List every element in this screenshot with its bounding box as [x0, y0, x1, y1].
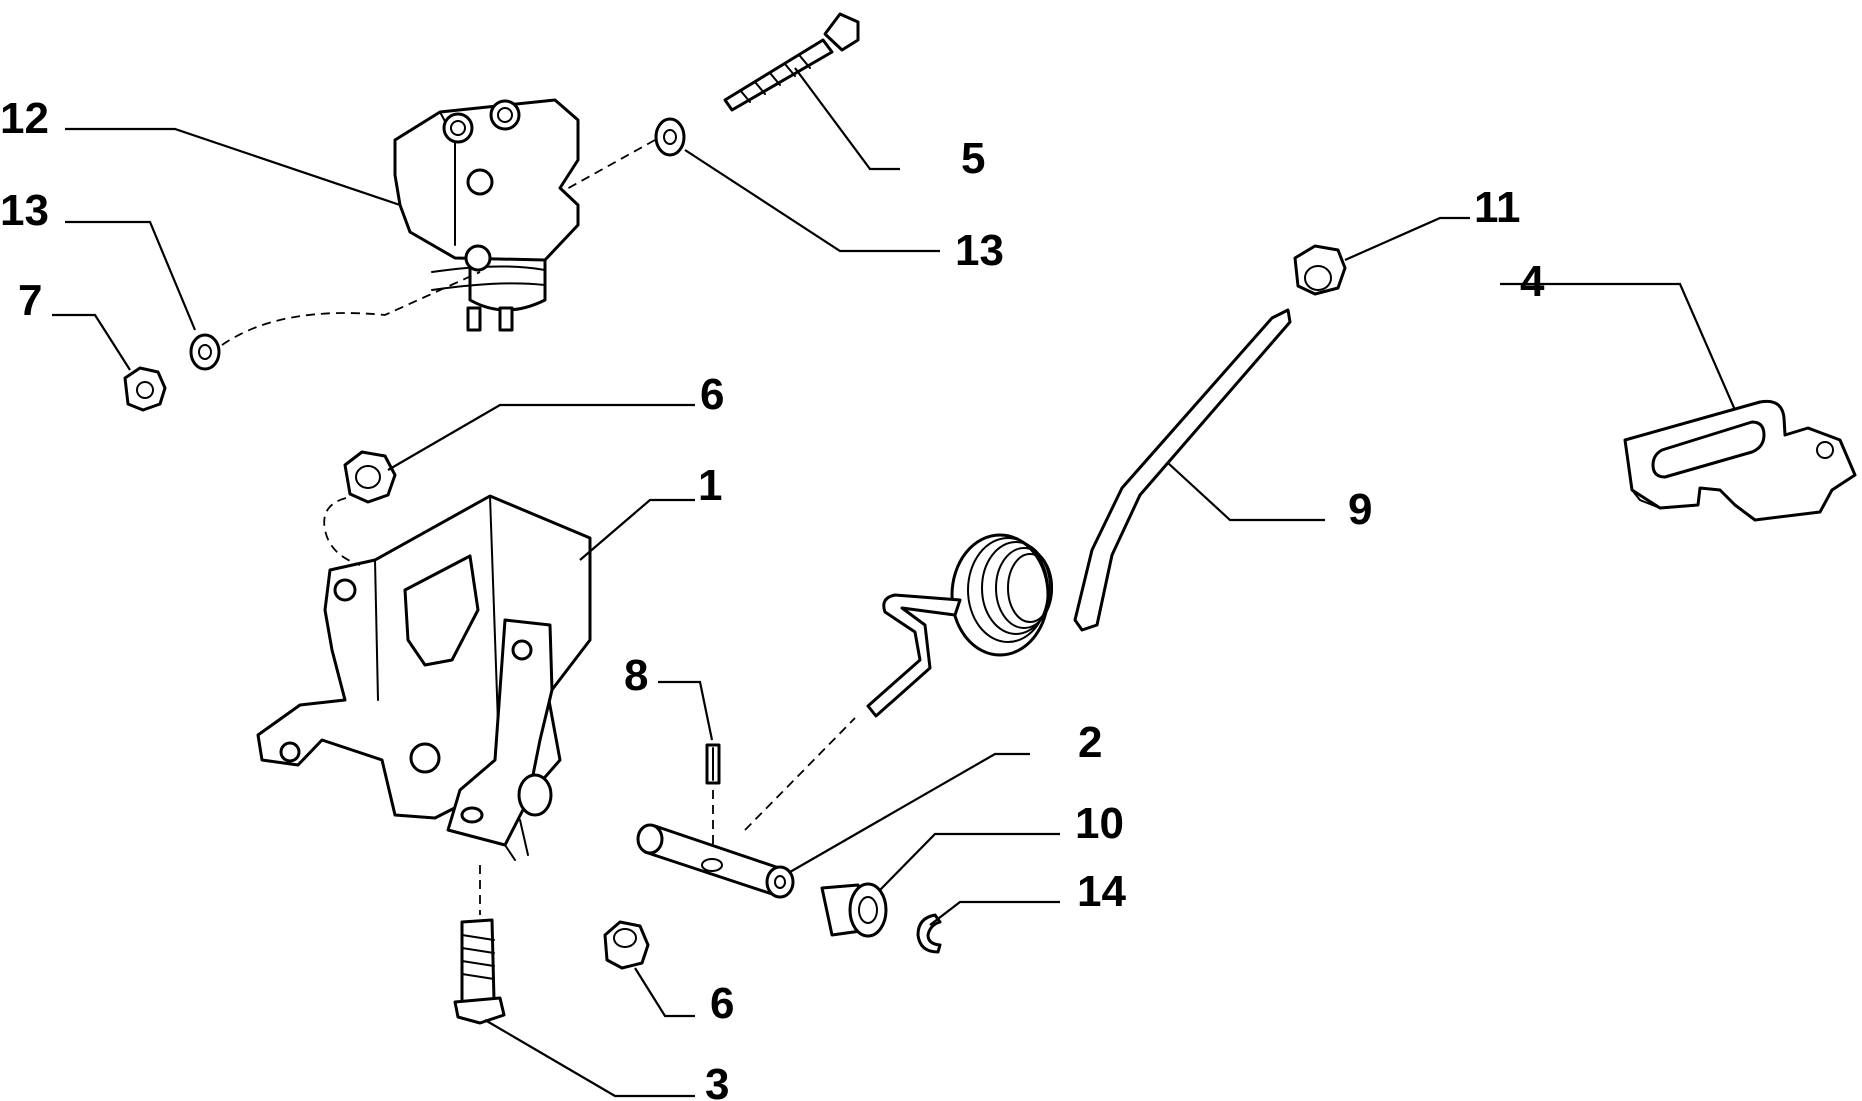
callout-labels: 1 2 3 4 5 6 6 7 8 9 10 11 12 13 13 14 [0, 94, 1545, 1101]
nut-small [123, 366, 167, 412]
assembly-lines [221, 139, 856, 915]
spring-bush [1293, 244, 1347, 296]
callout-11: 11 [1474, 183, 1521, 232]
callout-7: 7 [18, 276, 42, 325]
callout-1: 1 [698, 461, 722, 510]
washer-right [654, 117, 686, 157]
bolt-lower [453, 918, 506, 1025]
nut-lower [603, 920, 650, 970]
callout-6-lower: 6 [710, 979, 734, 1028]
torsion-spring [866, 308, 1292, 718]
callout-8: 8 [624, 651, 648, 700]
callout-14: 14 [1077, 867, 1126, 916]
callout-3: 3 [705, 1060, 729, 1101]
bushing [820, 882, 888, 938]
circlip [916, 913, 942, 954]
mounting-bracket [256, 494, 592, 861]
pivot-pin [636, 823, 795, 899]
bracket-plate [1623, 399, 1857, 522]
callout-5: 5 [961, 134, 985, 183]
callout-4: 4 [1520, 257, 1545, 306]
long-bolt [723, 12, 860, 112]
pressure-regulator-valve [393, 98, 580, 332]
callout-12: 12 [0, 94, 49, 143]
callout-6-upper: 6 [700, 370, 724, 419]
roll-pin [705, 743, 721, 785]
callout-13-left: 13 [0, 186, 49, 235]
washer-left [189, 333, 221, 371]
callout-2: 2 [1078, 718, 1102, 767]
leader-lines [52, 67, 1737, 1098]
callout-10: 10 [1075, 799, 1124, 848]
callout-13-right: 13 [955, 226, 1004, 275]
callout-9: 9 [1348, 485, 1372, 534]
nut-upper [343, 450, 397, 504]
